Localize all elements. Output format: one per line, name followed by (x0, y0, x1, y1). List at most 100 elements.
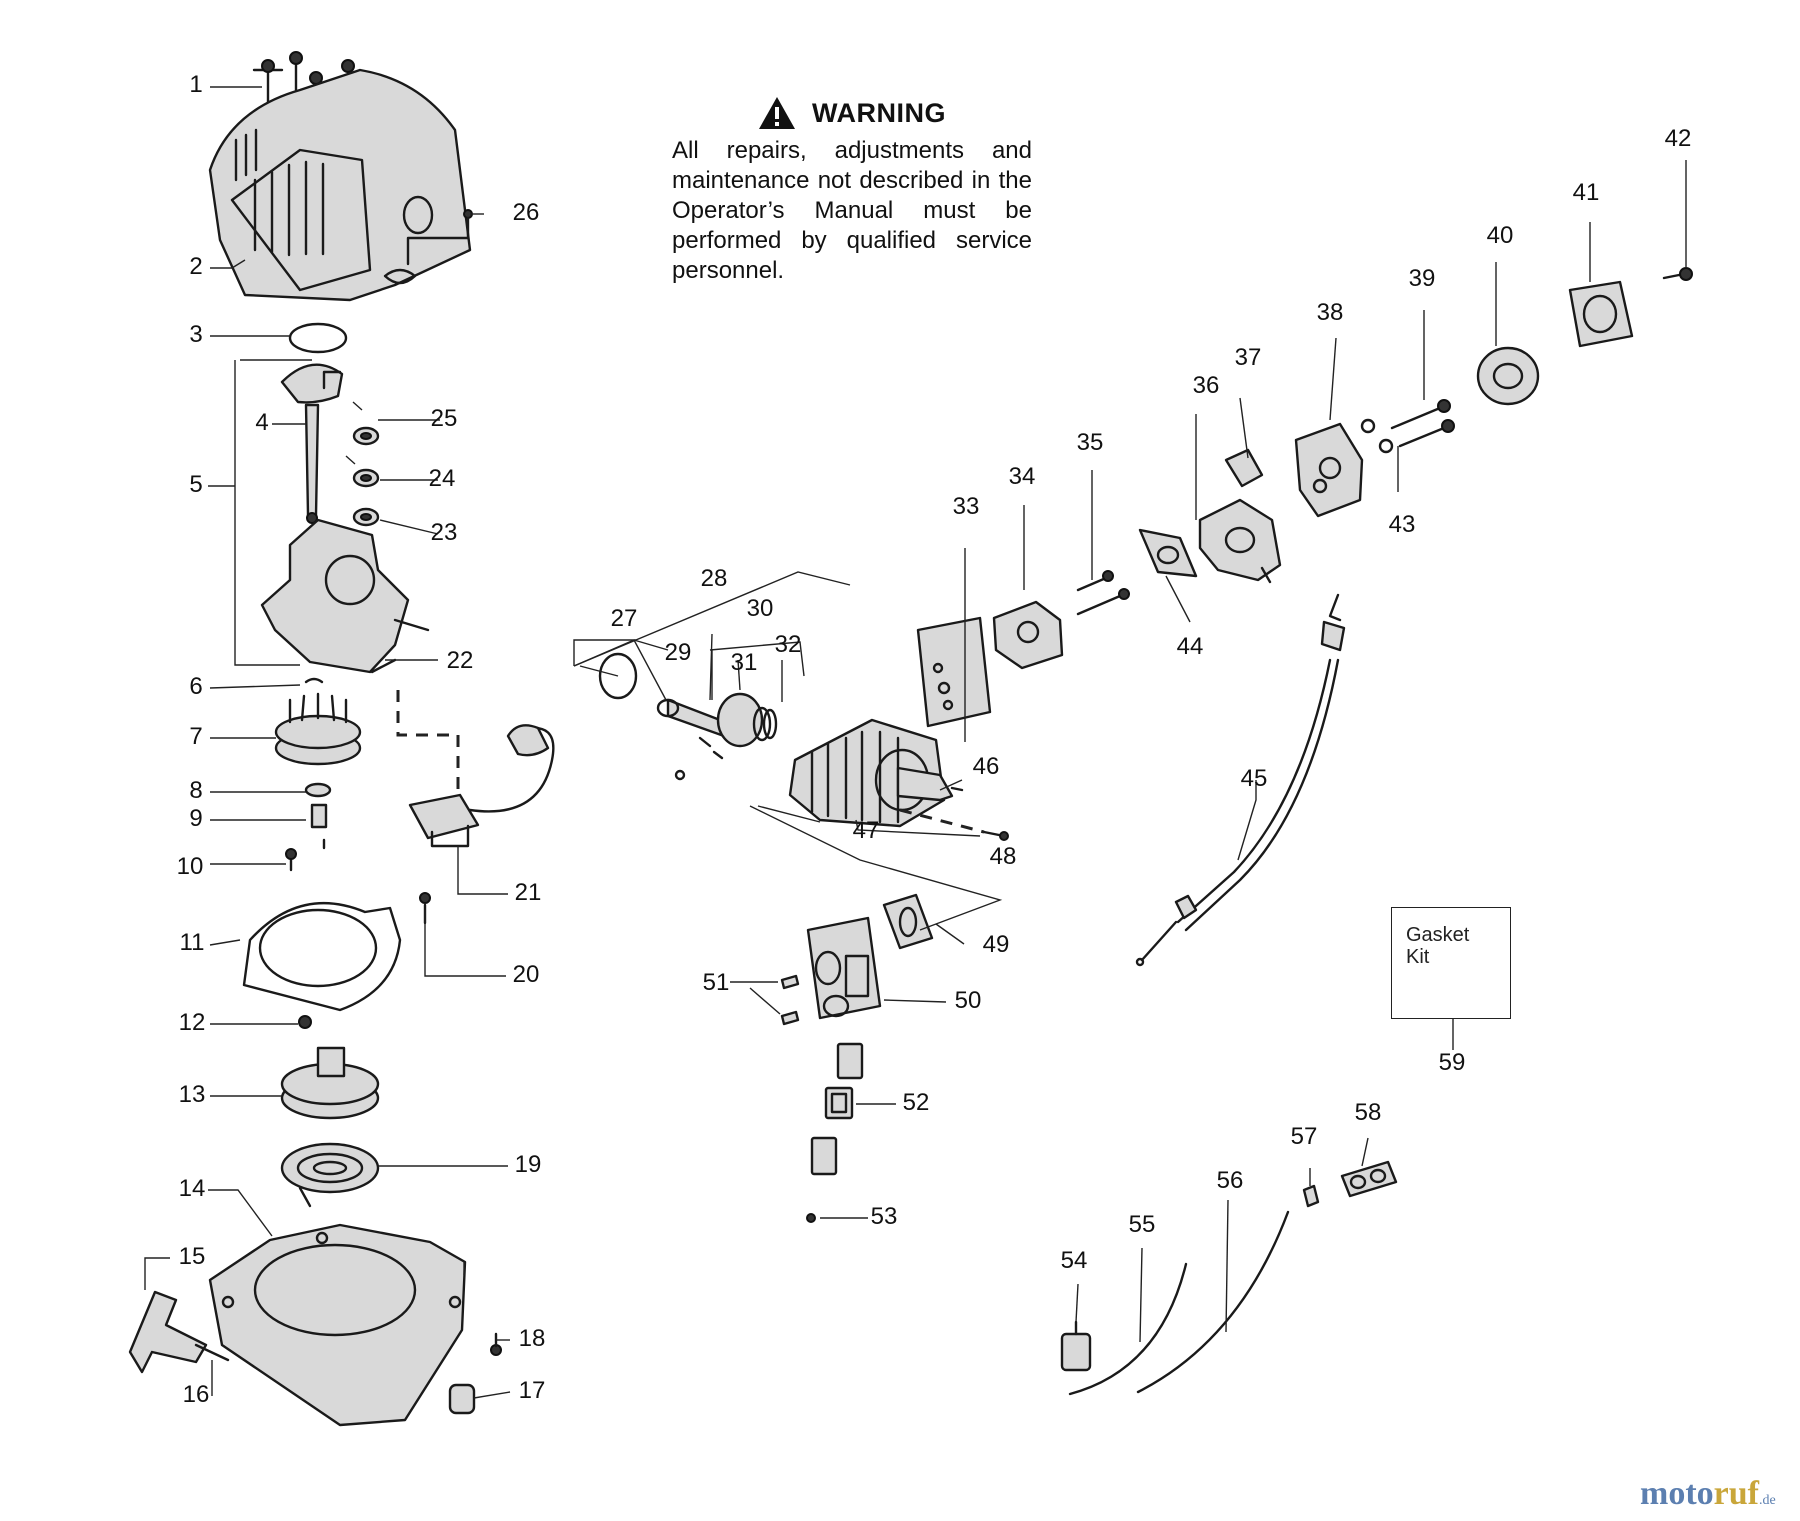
part-number-58: 58 (1355, 1099, 1382, 1126)
part-number-45: 45 (1241, 765, 1268, 792)
o-ring (288, 322, 348, 354)
part-number-43: 43 (1389, 511, 1416, 538)
part-number-38: 38 (1317, 299, 1344, 326)
part-number-10: 10 (177, 853, 204, 880)
engine-cover (208, 68, 472, 302)
filter-cover (1568, 280, 1634, 348)
part-number-1: 1 (189, 71, 202, 98)
bearings (345, 401, 380, 527)
spark-plug (896, 766, 964, 802)
muffler-screws (780, 974, 800, 1026)
part-number-28: 28 (701, 565, 728, 592)
part-number-41: 41 (1573, 179, 1600, 206)
part-number-19: 19 (515, 1151, 542, 1178)
ignition-module (408, 724, 555, 925)
part-number-18: 18 (519, 1325, 546, 1352)
part-number-23: 23 (431, 519, 458, 546)
starter-gasket (242, 901, 402, 1012)
part-number-20: 20 (513, 961, 540, 988)
throttle-cable (1135, 593, 1346, 967)
carburetor (1198, 448, 1282, 584)
housing-parts (448, 1332, 502, 1415)
part-number-12: 12 (179, 1009, 206, 1036)
gasket-kit-box: Gasket Kit (1391, 907, 1511, 1019)
part-number-15: 15 (179, 1243, 206, 1270)
part-number-31: 31 (731, 649, 758, 676)
cover-knob (1662, 267, 1693, 281)
part-number-9: 9 (189, 805, 202, 832)
recoil-spring (280, 1142, 380, 1208)
watermark-suffix: .de (1758, 1493, 1776, 1508)
part-number-53: 53 (871, 1203, 898, 1230)
muffler-plates (806, 1042, 864, 1223)
warning-text: All repairs, adjustments and maintenance… (672, 137, 1032, 284)
part-number-32: 32 (775, 631, 802, 658)
part-number-6: 6 (189, 673, 202, 700)
intake-adapter (992, 600, 1064, 670)
cylinder-screw-line (899, 808, 985, 834)
part-number-16: 16 (183, 1381, 210, 1408)
part-number-29: 29 (665, 639, 692, 666)
part-number-3: 3 (189, 321, 202, 348)
warning-triangle-icon (759, 97, 795, 129)
starter-handle (128, 1290, 230, 1374)
watermark-logo: motoruf.de (1640, 1475, 1776, 1513)
part-number-22: 22 (447, 647, 474, 674)
part-number-40: 40 (1487, 222, 1514, 249)
part-number-56: 56 (1217, 1167, 1244, 1194)
crankcase (260, 518, 430, 674)
piston-gasket (598, 652, 638, 700)
cylinder-screw (982, 830, 1009, 841)
leader-lines (144, 86, 1687, 1399)
part-number-39: 39 (1409, 265, 1436, 292)
cover-screw-26 (406, 209, 473, 266)
part-number-51: 51 (703, 969, 730, 996)
part-number-54: 54 (1061, 1247, 1088, 1274)
filter-base (1294, 422, 1364, 518)
fuel-fitting (1302, 1184, 1320, 1208)
muffler-gasket (882, 893, 934, 950)
part-number-2: 2 (189, 253, 202, 280)
warning-title: WARNING (812, 97, 946, 128)
fuel-line (1136, 1210, 1290, 1394)
warning-header: WARNING (672, 96, 1032, 130)
part-number-13: 13 (179, 1081, 206, 1108)
warning-notice: WARNING All repairs, adjustments and mai… (672, 96, 1032, 286)
part-number-49: 49 (983, 931, 1010, 958)
line-clip (1340, 1160, 1398, 1198)
part-number-26: 26 (513, 199, 540, 226)
starter-pulley (280, 1015, 380, 1120)
part-number-14: 14 (179, 1175, 206, 1202)
part-number-36: 36 (1193, 372, 1220, 399)
part-number-57: 57 (1291, 1123, 1318, 1150)
filter-bolts (1360, 399, 1455, 454)
part-number-52: 52 (903, 1089, 930, 1116)
drive-shaft (280, 363, 344, 524)
part-number-48: 48 (990, 843, 1017, 870)
part-number-33: 33 (953, 493, 980, 520)
fuel-filter (1060, 1320, 1092, 1372)
starter-housing (208, 1223, 467, 1427)
part-number-50: 50 (955, 987, 982, 1014)
part-number-35: 35 (1077, 429, 1104, 456)
carb-gasket (1138, 528, 1198, 578)
part-number-8: 8 (189, 777, 202, 804)
part-number-7: 7 (189, 723, 202, 750)
flywheel (274, 677, 362, 872)
part-number-42: 42 (1665, 125, 1692, 152)
part-number-11: 11 (180, 929, 205, 956)
part-number-25: 25 (431, 405, 458, 432)
piston-assembly (656, 692, 778, 781)
part-number-44: 44 (1177, 633, 1204, 660)
part-number-59: 59 (1439, 1049, 1466, 1076)
part-number-46: 46 (973, 753, 1000, 780)
part-number-4: 4 (255, 409, 268, 436)
part-number-24: 24 (429, 465, 456, 492)
ignition-alignment (396, 690, 460, 795)
part-number-47: 47 (853, 817, 880, 844)
part-number-30: 30 (747, 595, 774, 622)
fuel-line (1068, 1262, 1188, 1396)
part-number-37: 37 (1235, 344, 1262, 371)
